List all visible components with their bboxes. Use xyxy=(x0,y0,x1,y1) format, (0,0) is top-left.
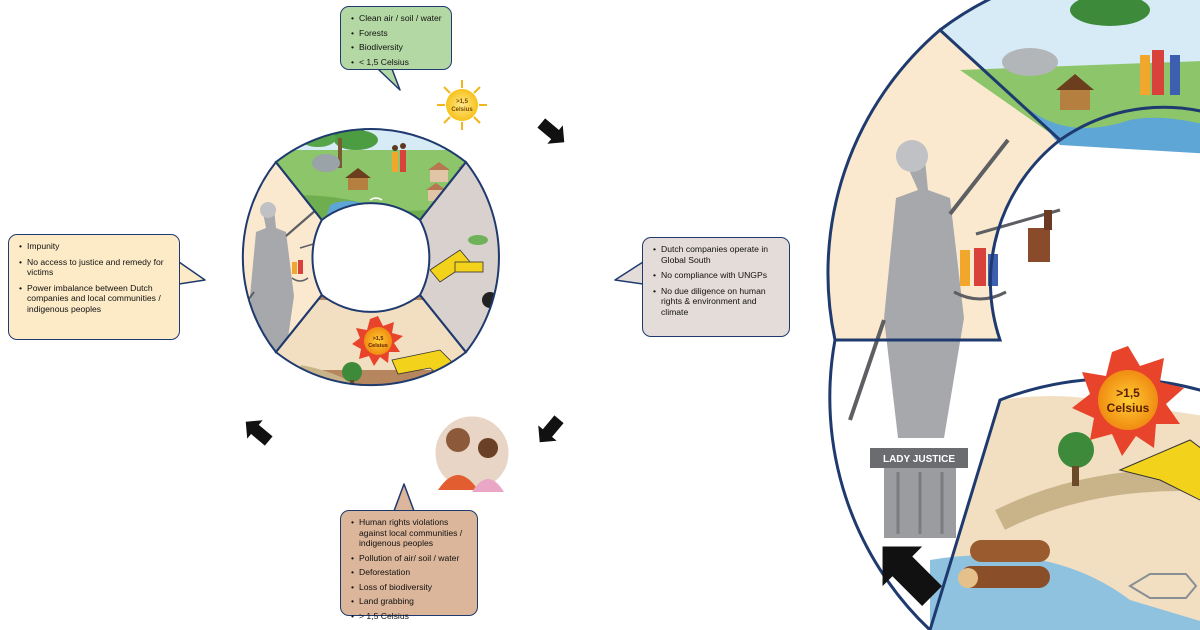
sun-icon: >1,5 Celsius xyxy=(437,80,487,130)
callout-item: Deforestation xyxy=(351,567,469,578)
zoom-detail: LADY JUSTICE >1,5 Celsius xyxy=(826,0,1200,630)
zoom-plinth-label: LADY JUSTICE xyxy=(883,454,955,465)
hot-sun-label-line2: Celsius xyxy=(368,343,388,349)
cycle-arrow-2 xyxy=(538,415,564,443)
callout-item: Power imbalance between Dutch companies … xyxy=(19,283,171,315)
sun-label-line2: Celsius xyxy=(451,107,473,113)
callout-item: > 1,5 Celsius xyxy=(351,611,469,622)
sun-label-line1: >1,5 xyxy=(456,99,469,105)
callout-item: No compliance with UNGPs xyxy=(653,270,781,281)
callout-right-pointer xyxy=(614,261,644,285)
callout-item: Pollution of air/ soil / water xyxy=(351,553,469,564)
callout-item: Biodiversity xyxy=(351,42,443,53)
hot-sun-label-line1: >1,5 xyxy=(373,336,384,342)
ring-outline xyxy=(241,128,500,387)
callout-item: Human rights violations against local co… xyxy=(351,517,469,549)
callout-impunity: Impunity No access to justice and remedy… xyxy=(8,234,180,340)
callout-item: Impunity xyxy=(19,241,171,252)
callout-item: No due diligence on human rights & envir… xyxy=(653,286,781,318)
callout-item: Land grabbing xyxy=(351,596,469,607)
zoom-sun-label-line1: >1,5 xyxy=(1116,386,1140,400)
callout-item: Clean air / soil / water xyxy=(351,13,443,24)
callout-item: No access to justice and remedy for vict… xyxy=(19,257,171,278)
cycle-arrow-1 xyxy=(537,118,565,144)
statue-plinth-label: LADY JUSTICE xyxy=(244,373,284,379)
callout-item: Dutch companies operate in Global South xyxy=(653,244,781,265)
zoom-sun-label-line2: Celsius xyxy=(1107,401,1150,415)
cycle-arrow-3 xyxy=(245,420,273,446)
callout-healthy-environment: Clean air / soil / water Forests Biodive… xyxy=(340,6,452,70)
quadrant-lady-justice: LADY JUSTICE xyxy=(242,162,322,379)
callout-harms: Human rights violations against local co… xyxy=(340,510,478,621)
hot-sun-icon: >1,5 Celsius xyxy=(352,316,403,366)
callout-item: Loss of biodiversity xyxy=(351,582,469,593)
callout-item: Forests xyxy=(351,28,443,39)
callout-bottom-pointer xyxy=(393,483,415,512)
victims-portrait xyxy=(432,413,512,493)
callout-green-pointer xyxy=(377,68,401,91)
callout-item: < 1,5 Celsius xyxy=(351,57,443,68)
callout-dutch-companies: Dutch companies operate in Global South … xyxy=(642,237,790,337)
callout-left-pointer xyxy=(178,261,206,285)
